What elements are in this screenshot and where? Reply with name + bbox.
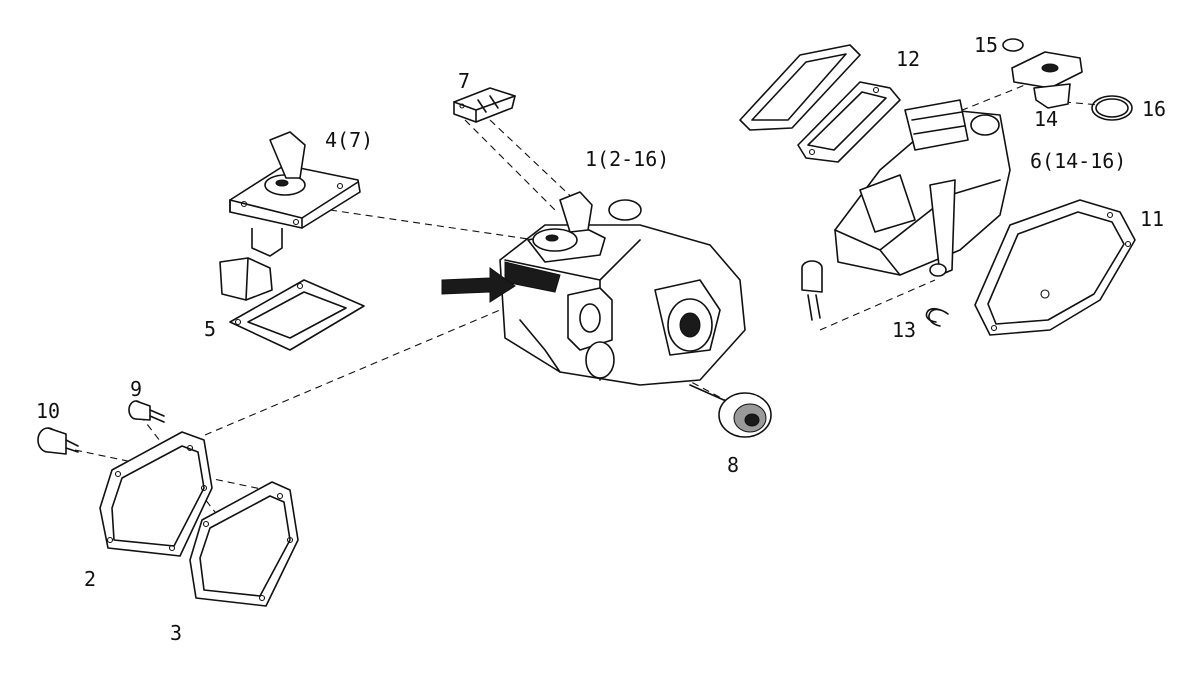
part-labels: 1(2-16) 2 3 4(7) 5 6(14-16) 7 8 9 10 11 …	[36, 33, 1166, 645]
label-assembly: 1(2-16)	[585, 147, 669, 171]
label-top-gasket: 12	[896, 47, 920, 71]
label-drive-shaft: 8	[727, 453, 739, 477]
label-cap: 14	[1034, 107, 1058, 131]
housing-unit	[834, 99, 1011, 277]
cover-gasket	[99, 431, 213, 557]
label-clip: 13	[892, 318, 916, 342]
label-plug-large: 10	[36, 399, 60, 423]
lever-unit	[219, 131, 361, 301]
label-oring-large: 16	[1142, 97, 1166, 121]
label-lever-gasket: 5	[204, 317, 216, 341]
label-bracket: 7	[458, 69, 470, 93]
label-housing-gasket: 11	[1140, 207, 1164, 231]
gasket	[189, 481, 299, 607]
plug-large	[37, 427, 79, 455]
plug-small	[128, 400, 165, 423]
clip	[925, 307, 949, 327]
pin	[801, 260, 823, 321]
label-gasket: 3	[170, 621, 182, 645]
label-housing-unit: 6(14-16)	[1030, 149, 1126, 173]
oring-small	[1002, 38, 1024, 52]
lever-gasket	[229, 279, 365, 351]
direction-arrow	[441, 267, 516, 303]
label-plug-small: 9	[130, 377, 142, 401]
top-gasket	[739, 44, 901, 163]
cap	[1011, 51, 1083, 109]
bracket	[453, 87, 516, 123]
oring-large	[1091, 95, 1133, 121]
housing-gasket	[974, 199, 1136, 336]
label-cover-gasket: 2	[84, 567, 96, 591]
label-lever-unit: 4(7)	[325, 128, 373, 152]
main-assembly-body	[499, 191, 746, 386]
label-oring-small: 15	[974, 33, 998, 57]
drive-shaft	[689, 384, 772, 438]
